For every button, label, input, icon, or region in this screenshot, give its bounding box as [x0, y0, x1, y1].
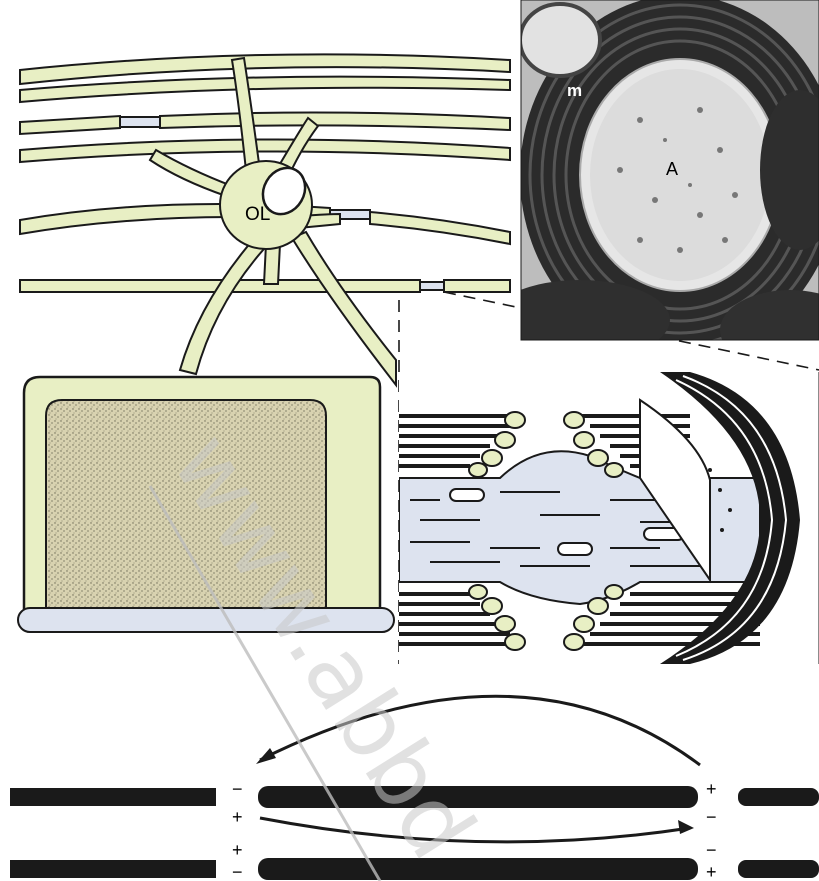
- charge-right-upper: +: [706, 779, 717, 799]
- charge-right-lower: −: [706, 807, 717, 827]
- node-of-ranvier-cutaway: [399, 372, 819, 664]
- myelin-segment-lower-left: [10, 860, 216, 878]
- myelin-label: m: [567, 81, 582, 100]
- charge-left-upper: −: [232, 779, 243, 799]
- charge-left-lower: +: [232, 807, 243, 827]
- charge-right-2-upper: −: [706, 840, 717, 860]
- myelin-segment-upper-right: [738, 788, 819, 806]
- myelin-segment-lower-right: [738, 860, 819, 878]
- arrowhead-right: [678, 820, 694, 834]
- oligodendrocyte-label: OL: [245, 204, 270, 225]
- charge-right-2-lower: +: [706, 862, 717, 881]
- electron-micrograph: [490, 0, 819, 370]
- arrowhead-left: [256, 748, 276, 764]
- axon-label: A: [666, 159, 678, 179]
- myelin-segment-lower-middle: [258, 858, 698, 880]
- charge-left-2-lower: −: [232, 862, 243, 881]
- charge-left-2-upper: +: [232, 840, 243, 860]
- myelin-segment-upper-left: [10, 788, 216, 806]
